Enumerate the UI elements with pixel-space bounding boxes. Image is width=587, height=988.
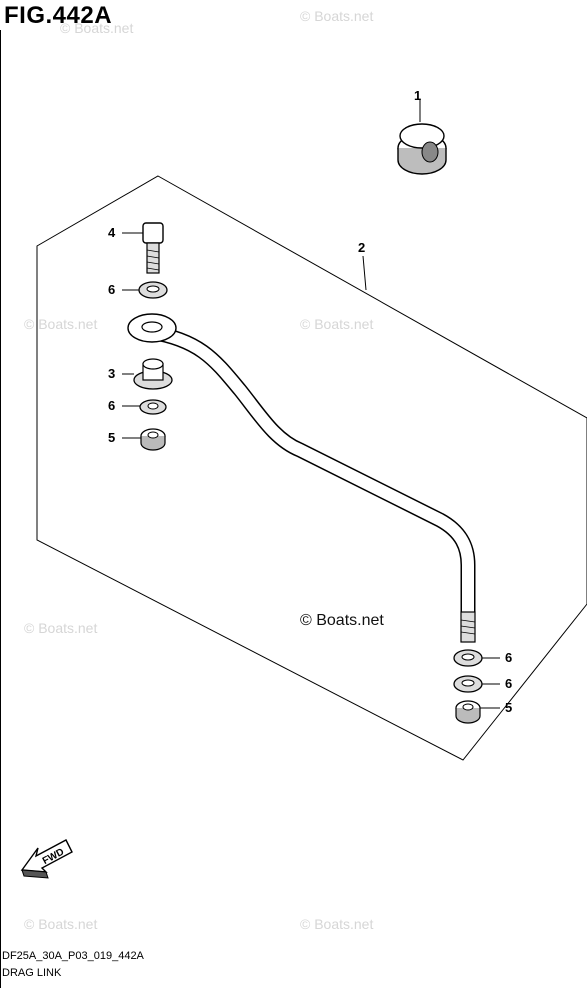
- callout-4: 4: [108, 225, 116, 240]
- watermark: © Boats.net: [300, 916, 374, 932]
- watermark: © Boats.net: [24, 316, 98, 332]
- watermark: © Boats.net: [300, 316, 374, 332]
- part-4-bolt: [122, 222, 164, 274]
- part-6-washer: [122, 399, 167, 415]
- watermark: © Boats.net: [60, 20, 134, 36]
- watermark: © Boats.net: [24, 620, 98, 636]
- callout-6: 6: [505, 650, 513, 665]
- part-5-locknut: [122, 428, 166, 451]
- frame-rule: [0, 30, 1, 988]
- fwd-arrow-icon: FWD: [20, 839, 73, 879]
- part-2-drag-link: [127, 255, 476, 643]
- part-6-washer: [453, 649, 500, 667]
- part-6-washer: [453, 675, 500, 693]
- drawing-name: DRAG LINK: [2, 967, 62, 979]
- callout-5: 5: [505, 700, 513, 715]
- fwd-label: FWD: [41, 847, 66, 867]
- part-1-nut: [397, 100, 447, 175]
- assembly-outline: [36, 175, 587, 761]
- callout-5: 5: [108, 430, 116, 445]
- callout-1: 1: [414, 88, 422, 103]
- callout-6: 6: [505, 676, 513, 691]
- part-6-washer: [122, 281, 168, 299]
- callout-2: 2: [358, 240, 366, 255]
- callout-6: 6: [108, 398, 116, 413]
- part-3-bushing: [122, 358, 173, 390]
- watermark-center: © Boats.net: [300, 612, 384, 629]
- drawing-code: DF25A_30A_P03_019_442A: [2, 950, 144, 962]
- watermark: © Boats.net: [300, 8, 374, 24]
- callout-6: 6: [108, 282, 116, 297]
- watermark: © Boats.net: [24, 916, 98, 932]
- figure-title: FIG.442A: [4, 2, 113, 29]
- part-5-locknut: [455, 700, 500, 724]
- callout-3: 3: [108, 366, 116, 381]
